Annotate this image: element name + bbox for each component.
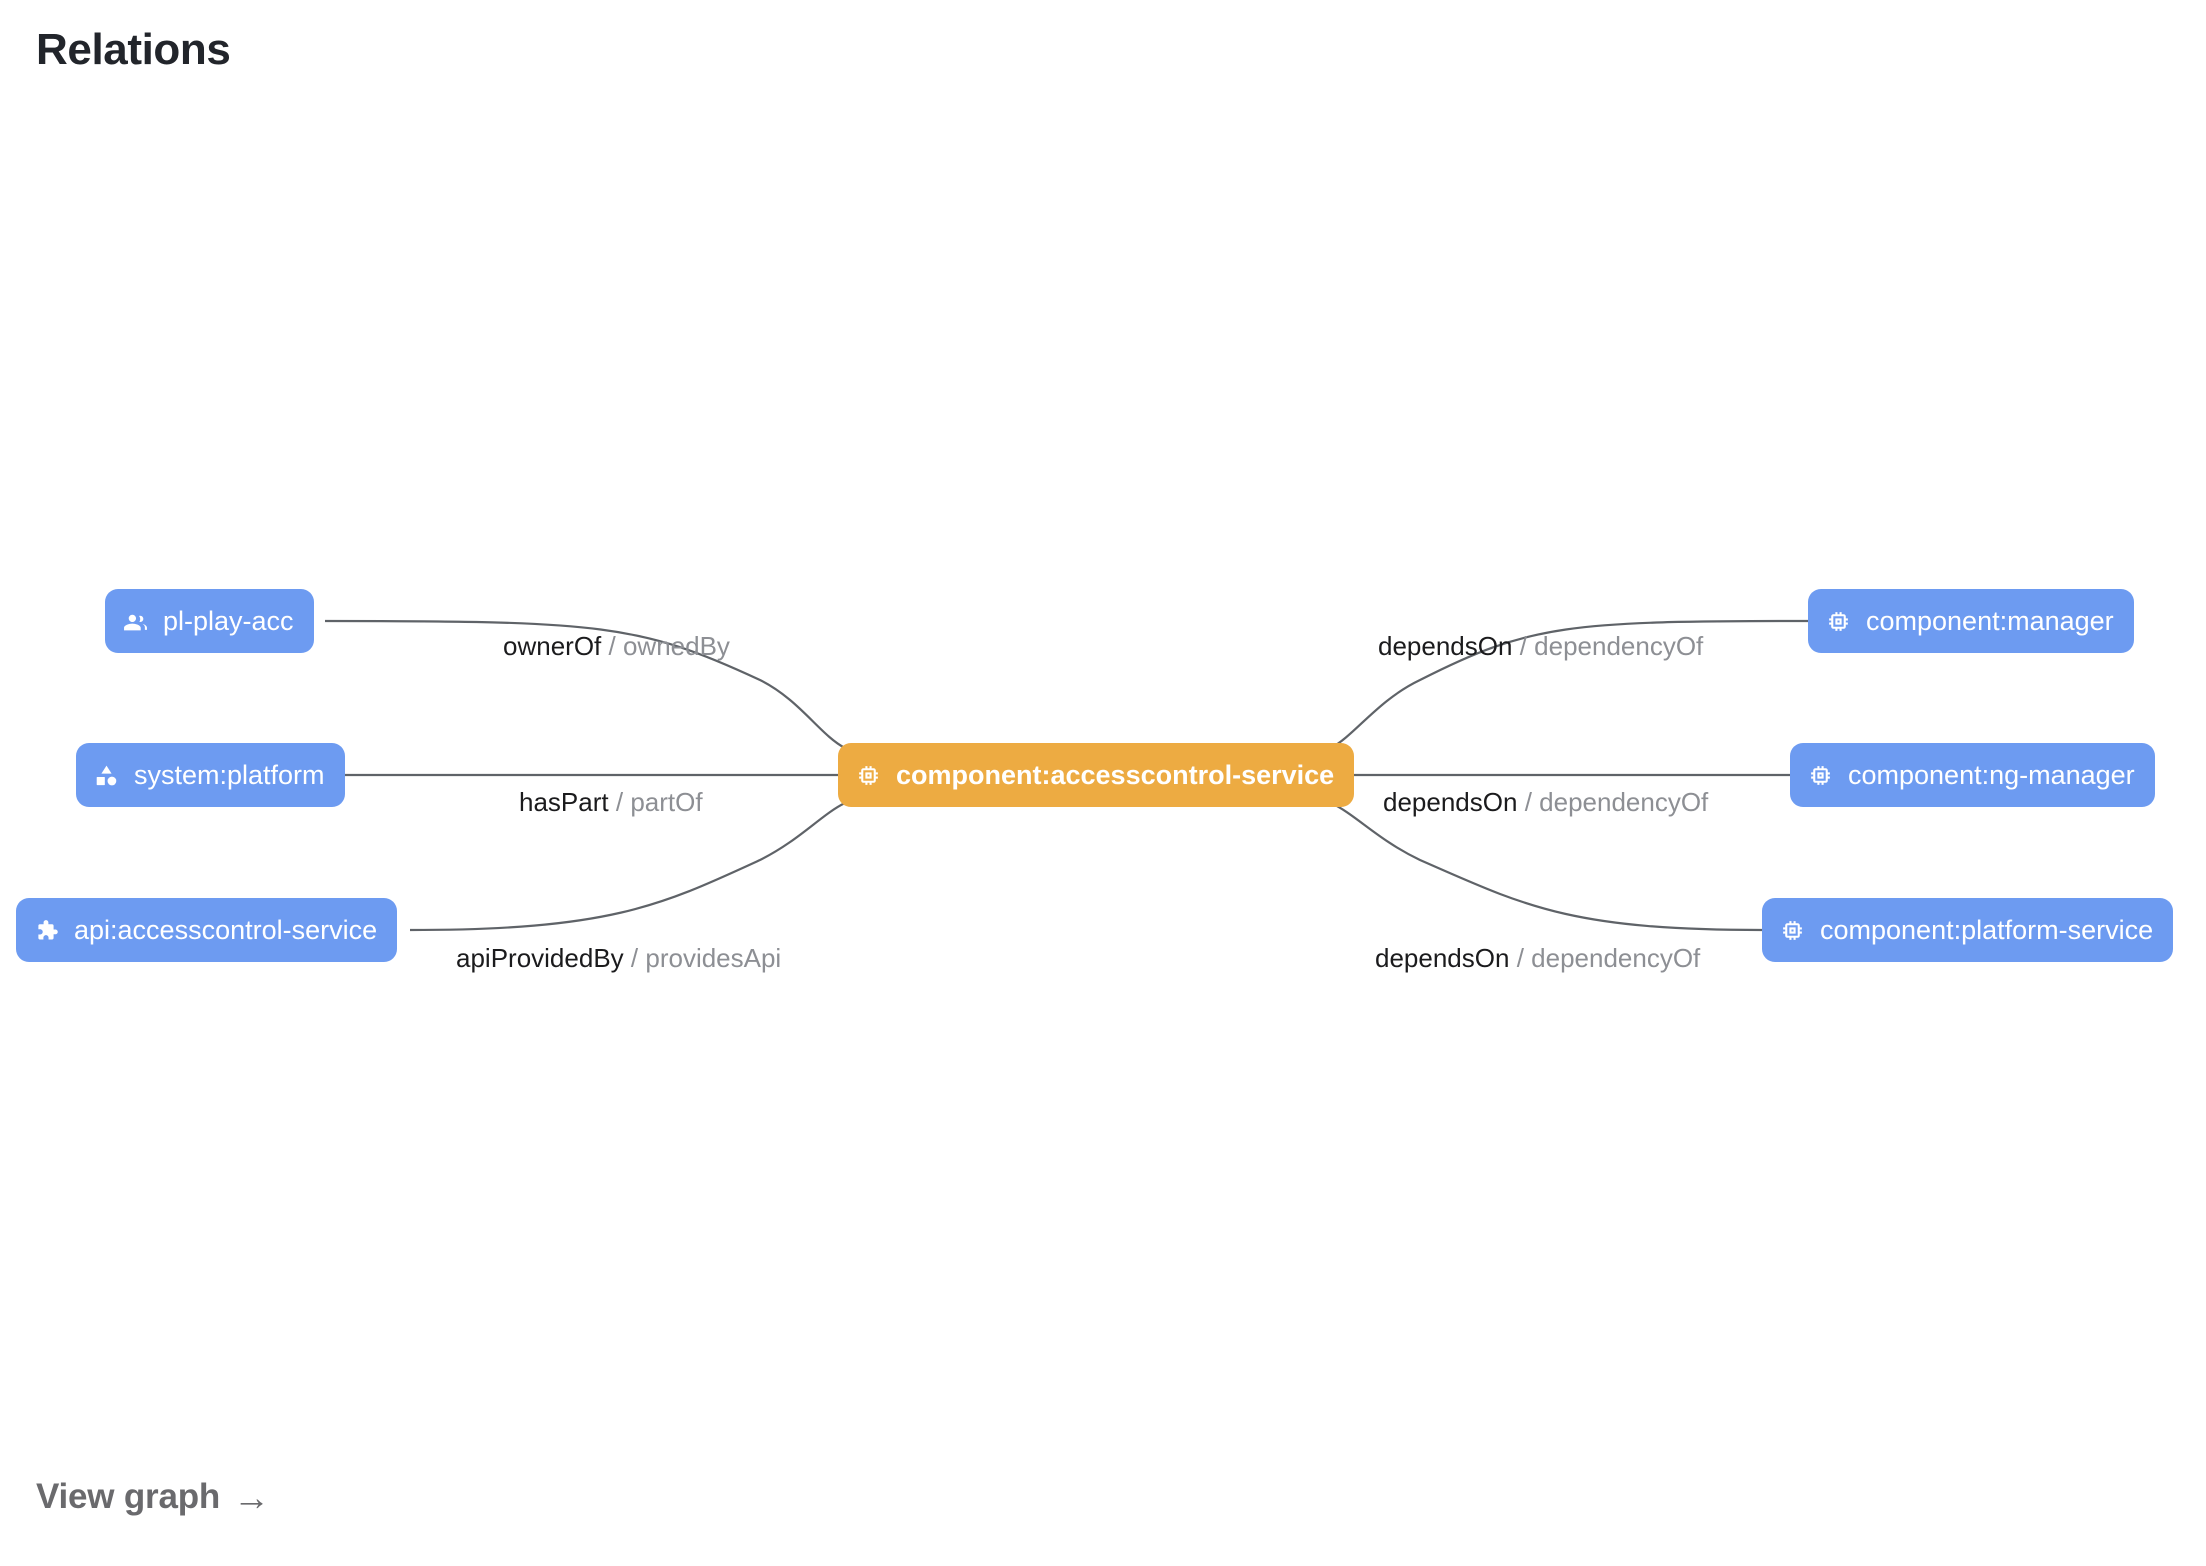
edge-label-dependson-manager: dependsOn / dependencyOf (1378, 633, 1703, 659)
edge-label-primary: ownerOf (503, 631, 602, 661)
memory-chip-icon (1778, 916, 1806, 944)
edge-label-haspart: hasPart / partOf (519, 789, 703, 815)
category-icon (92, 761, 120, 789)
edge-ownerof (324, 619, 846, 749)
edge-label-separator: / (1524, 787, 1532, 817)
edge-label-secondary: ownedBy (622, 631, 730, 661)
edge-label-primary: dependsOn (1383, 787, 1518, 817)
edge-label-secondary: partOf (630, 787, 703, 817)
graph-node-component-manager[interactable]: component:manager (1808, 589, 2134, 653)
edge-label-secondary: providesApi (645, 943, 782, 973)
edge-label-separator: / (608, 631, 616, 661)
page-title: Relations (36, 25, 231, 74)
edge-label-primary: dependsOn (1378, 631, 1513, 661)
graph-node-system-platform[interactable]: system:platform (76, 743, 345, 807)
edge-label-separator: / (1519, 631, 1527, 661)
graph-node-component-accesscontrol-service[interactable]: component:accesscontrol-service (838, 743, 1355, 807)
puzzle-piece-icon (32, 916, 60, 944)
graph-node-component-ng-manager[interactable]: component:ng-manager (1790, 743, 2155, 807)
graph-node-label: component:platform-service (1820, 914, 2154, 945)
graph-node-label: system:platform (134, 759, 325, 790)
edge-label-apiprovidedby: apiProvidedBy / providesApi (456, 945, 781, 971)
edge-label-primary: apiProvidedBy (456, 943, 624, 973)
graph-node-label: api:accesscontrol-service (74, 914, 378, 945)
view-graph-label: View graph (36, 1477, 221, 1516)
edge-label-separator: / (615, 787, 624, 817)
graph-node-label: pl-play-acc (163, 605, 294, 636)
memory-chip-icon (1806, 761, 1834, 789)
edge-label-primary: dependsOn (1375, 943, 1510, 973)
memory-chip-icon (1824, 607, 1852, 635)
edge-dependson-platform-service (1330, 802, 1763, 932)
arrow-right-icon: → (233, 1476, 270, 1518)
graph-node-component-platform-service[interactable]: component:platform-service (1762, 898, 2174, 962)
edge-label-dependson-ng-manager: dependsOn / dependencyOf (1383, 789, 1708, 815)
edge-label-secondary: dependencyOf (1539, 787, 1709, 817)
graph-node-label: component:accesscontrol-service (896, 759, 1335, 790)
edge-label-separator: / (1516, 943, 1524, 973)
edge-label-separator: / (630, 943, 639, 973)
graph-node-api-accesscontrol-service[interactable]: api:accesscontrol-service (16, 898, 398, 962)
graph-node-label: component:manager (1866, 605, 2114, 636)
edge-label-dependson-platform-service: dependsOn / dependencyOf (1375, 945, 1700, 971)
people-icon (121, 607, 149, 635)
memory-chip-icon (854, 761, 882, 789)
graph-node-label: component:ng-manager (1848, 759, 2135, 790)
view-graph-link[interactable]: View graph → (36, 1477, 270, 1517)
edge-label-secondary: dependencyOf (1534, 631, 1704, 661)
edge-dependson-manager (1330, 619, 1809, 749)
edge-label-secondary: dependencyOf (1531, 943, 1701, 973)
graph-node-pl-play-acc[interactable]: pl-play-acc (105, 589, 314, 653)
edge-label-primary: hasPart (519, 787, 609, 817)
edge-label-ownerof: ownerOf / ownedBy (503, 633, 730, 659)
edge-apiprovidedby (409, 802, 846, 932)
